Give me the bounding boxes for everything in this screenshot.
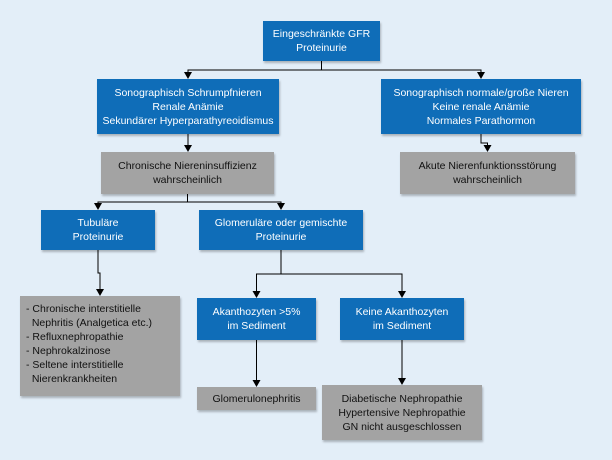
tubular-causes-line-6: Nierenkrankheiten bbox=[26, 373, 118, 385]
connector-normal-to-acute bbox=[480, 134, 492, 152]
chronic-line-2: wahrscheinlich bbox=[153, 174, 222, 186]
normal-line-1: Sonographisch normale/große Nieren bbox=[393, 86, 569, 99]
connector-root-to-shrunken bbox=[184, 61, 322, 79]
glomerular-line-2: Proteinurie bbox=[255, 231, 307, 243]
gn-line-1: Glomerulonephritis bbox=[212, 392, 301, 405]
acute-line-2: wahrscheinlich bbox=[453, 174, 522, 186]
acanthocytes-pos-line-1: Akanthozyten >5% bbox=[212, 306, 301, 318]
acanthocytes-neg-line-2: im Sediment bbox=[372, 320, 432, 332]
connector-root-to-normal bbox=[321, 61, 485, 79]
shrunken-line-1: Sonographisch Schrumpfnieren bbox=[114, 86, 262, 99]
node-tubular-causes: - Chronische interstitielle Nephritis (A… bbox=[20, 296, 180, 396]
connector-chronic-to-glomerular bbox=[187, 194, 285, 210]
node-acanthocytes-negative: Keine Akanthozyten im Sediment bbox=[340, 298, 464, 340]
other-np-line-1: Diabetische Nephropathie bbox=[341, 392, 463, 405]
other-np-line-2: Hypertensive Nephropathie bbox=[338, 406, 466, 419]
node-chronic-insufficiency: Chronische Niereninsuffizienz wahrscheinl… bbox=[101, 152, 274, 194]
node-acute-dysfunction: Akute Nierenfunktionsstörung wahrscheinli… bbox=[400, 152, 575, 194]
connector-glomerular-to-acanthocytes-neg bbox=[280, 250, 406, 298]
tubular-causes-line-4: - Nephrokalzinose bbox=[26, 345, 111, 357]
shrunken-line-3: Sekundärer Hyperparathyreoidismus bbox=[102, 114, 274, 127]
acute-line-1: Akute Nierenfunktionsstörung bbox=[418, 160, 557, 172]
tubular-causes-line-1: - Chronische interstitielle bbox=[26, 303, 141, 315]
other-np-line-3: GN nicht ausgeschlossen bbox=[342, 420, 462, 433]
connector-tubular-to-tubular-causes bbox=[96, 250, 104, 296]
node-root: Eingeschränkte GFR Proteinurie bbox=[263, 21, 380, 61]
root-line-1: Eingeschränkte GFR bbox=[272, 28, 371, 40]
connector-chronic-to-tubular bbox=[94, 194, 188, 210]
shrunken-line-2: Renale Anämie bbox=[152, 100, 224, 113]
acanthocytes-neg-line-1: Keine Akanthozyten bbox=[355, 306, 449, 318]
node-glomerulonephritis: Glomerulonephritis bbox=[197, 387, 316, 410]
connector-glomerular-to-acanthocytes-pos bbox=[252, 250, 282, 298]
tubular-line-2: Proteinurie bbox=[72, 231, 124, 243]
tubular-causes-line-3: - Refluxnephropathie bbox=[26, 331, 124, 343]
tubular-line-1: Tubuläre bbox=[77, 217, 119, 229]
acanthocytes-pos-line-2: im Sediment bbox=[227, 320, 286, 332]
normal-line-3: Normales Parathormon bbox=[426, 114, 536, 127]
chronic-line-1: Chronische Niereninsuffizienz bbox=[118, 160, 257, 172]
root-line-2: Proteinurie bbox=[296, 42, 347, 54]
normal-line-2: Keine renale Anämie bbox=[432, 100, 530, 113]
tubular-causes-line-5: - Seltene interstitielle bbox=[26, 359, 124, 371]
tubular-causes-line-2: Nephritis (Analgetica etc.) bbox=[26, 317, 153, 329]
glomerular-line-1: Glomeruläre oder gemischte bbox=[214, 217, 348, 229]
node-acanthocytes-positive: Akanthozyten >5% im Sediment bbox=[197, 298, 316, 340]
